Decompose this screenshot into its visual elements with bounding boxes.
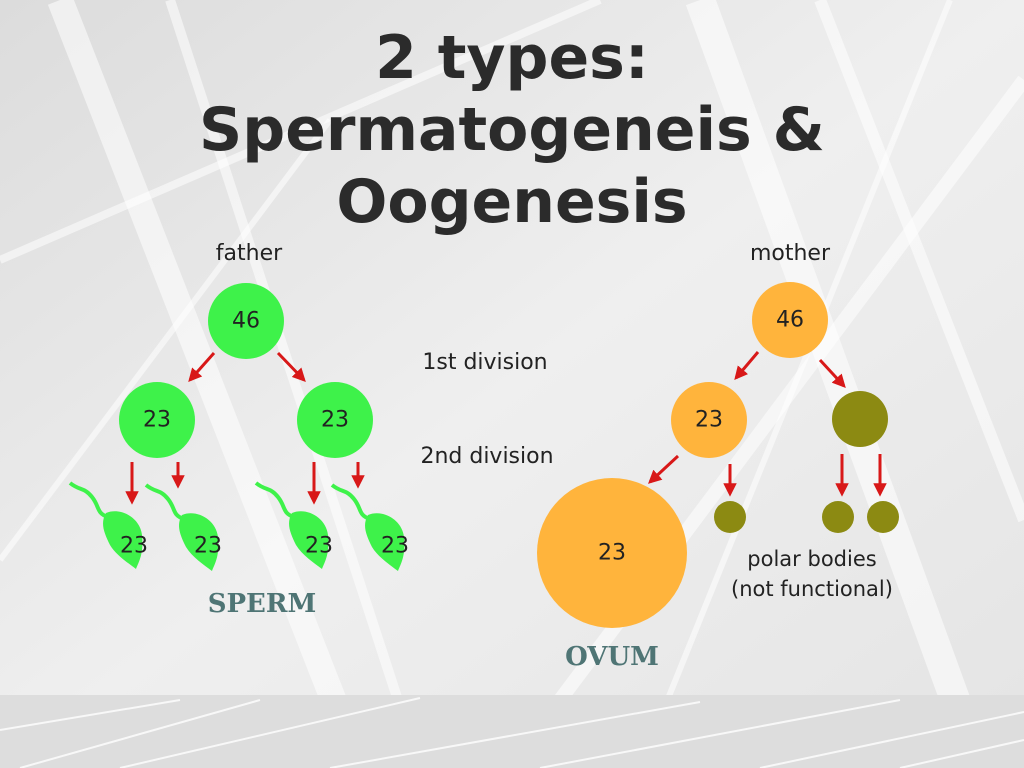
- arrow-mother-right: [818, 358, 846, 388]
- polar-body-2: [822, 501, 854, 533]
- father-cell: [208, 283, 284, 359]
- mother-cell-value: 46: [776, 308, 804, 333]
- title-line-2: Spermatogeneis &: [199, 95, 825, 165]
- arrow-to-ovum: [648, 454, 680, 484]
- mother-daughter-value: 23: [695, 408, 723, 433]
- title-line-3: Oogenesis: [336, 167, 688, 237]
- ovum-value: 23: [598, 541, 626, 566]
- arrow-mother-left: [734, 351, 760, 381]
- arrow-father-right: [276, 351, 306, 382]
- ovum-caption: OVUM: [565, 642, 659, 672]
- polar-bodies-label: polar bodies: [747, 547, 876, 571]
- mother-daughter-cell: [671, 382, 747, 458]
- sperm-value-4: 23: [381, 534, 409, 559]
- father-daughter-left-cell: [119, 382, 195, 458]
- father-label: father: [216, 241, 283, 266]
- mother-label: mother: [750, 241, 831, 266]
- title-line-1: 2 types:: [375, 23, 649, 93]
- ovum-cell: [537, 478, 687, 628]
- sperm-value-1: 23: [120, 534, 148, 559]
- arrow-father-left: [188, 352, 216, 383]
- polar-bodies-note: (not functional): [731, 577, 893, 601]
- first-polar-body: [832, 391, 888, 447]
- father-daughter-right-value: 23: [321, 408, 349, 433]
- second-division-label: 2nd division: [420, 444, 553, 469]
- father-cell-value: 46: [232, 309, 260, 334]
- sperm-value-3: 23: [305, 534, 333, 559]
- first-division-label: 1st division: [422, 350, 547, 375]
- sperm-value-2: 23: [194, 534, 222, 559]
- slide-title: 2 types: Spermatogeneis & Oogenesis: [0, 22, 1024, 238]
- mother-cell: [752, 282, 828, 358]
- polar-body-3: [867, 501, 899, 533]
- father-daughter-left-value: 23: [143, 408, 171, 433]
- sperm-caption: SPERM: [208, 589, 317, 619]
- polar-body-1: [714, 501, 746, 533]
- father-daughter-right-cell: [297, 382, 373, 458]
